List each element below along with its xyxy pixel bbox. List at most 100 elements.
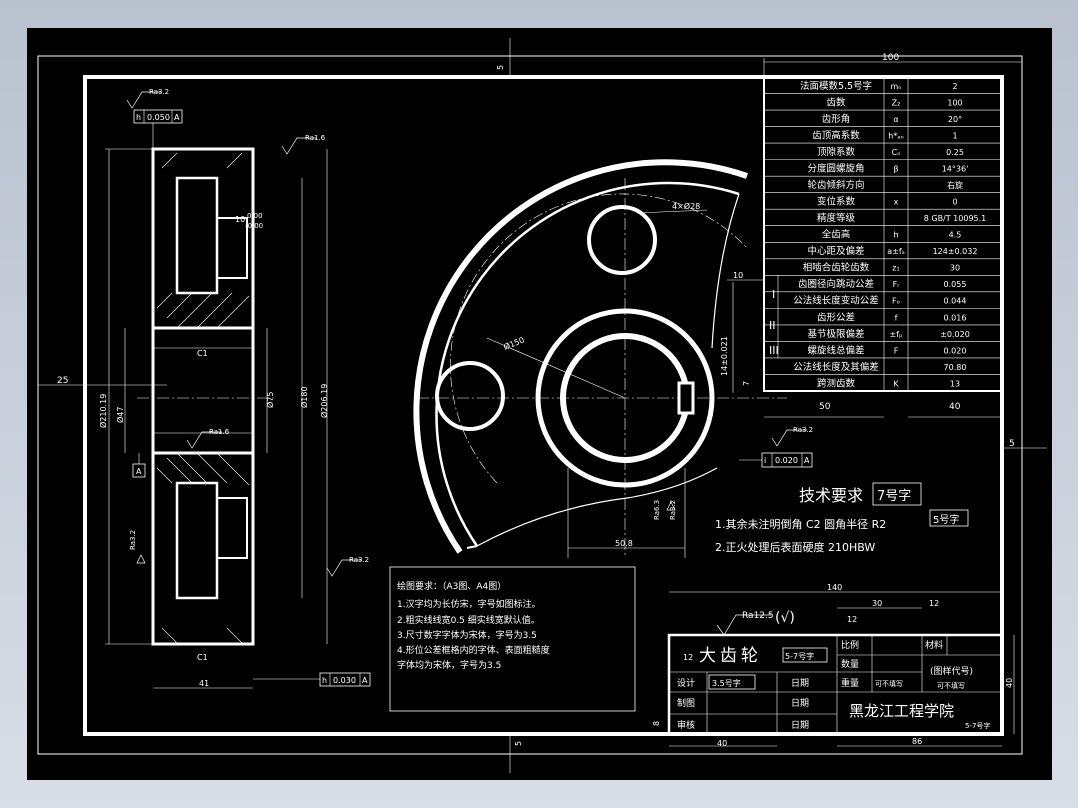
param-sym: mₙ <box>891 82 902 91</box>
group-2: II <box>769 319 776 332</box>
tb-12: 12 <box>683 653 693 662</box>
draw-label: 制图 <box>677 697 695 709</box>
tech-title: 技术要求 <box>799 486 863 505</box>
param-sym: Z₂ <box>892 98 901 107</box>
dim-dia-210: Ø210.19 <box>98 394 108 428</box>
param-name: 公法线长度变动公差 <box>793 295 879 307</box>
date-1: 日期 <box>791 678 809 689</box>
roughness-other: Ra12.5 <box>742 611 774 621</box>
tolerance-frame-bottom: h 0.030 A <box>253 672 371 687</box>
school-tag: 5-7号字 <box>965 721 990 730</box>
param-val: 0.044 <box>944 297 967 306</box>
param-val: 右旋 <box>947 180 963 190</box>
param-sym: z₁ <box>892 264 899 273</box>
dim-dia-47: Ø47 <box>115 407 125 423</box>
param-sym: h*ₐₙ <box>888 131 903 140</box>
tol-upper: 0.00 <box>247 212 263 220</box>
dim-5-bottom: 5 <box>514 741 523 746</box>
svg-text:40: 40 <box>717 739 727 748</box>
param-val: ±0.020 <box>940 330 970 339</box>
roughness-check: (√) <box>775 610 795 626</box>
name-tag: 5-7号字 <box>785 651 814 661</box>
scale-label: 比例 <box>841 639 859 651</box>
param-val: 0.016 <box>944 313 967 322</box>
param-sym: h <box>893 231 898 240</box>
svg-text:A: A <box>174 113 180 122</box>
param-name: 轮齿倾斜方向 <box>807 179 864 191</box>
param-sym: Fᵣ <box>893 280 901 289</box>
param-name: 齿圈径向跳动公差 <box>798 278 874 290</box>
roughness-2: Ra1.6 <box>305 134 326 142</box>
dim-25: 25 <box>57 376 68 386</box>
material-label: 材料 <box>925 639 943 651</box>
drawing-code: (图样代号) <box>930 665 973 677</box>
dim-50: 50 <box>819 402 831 412</box>
dim-10-tol: 10 <box>235 215 245 224</box>
notes-box <box>389 566 636 712</box>
param-val: 1 <box>952 131 957 140</box>
tol-lower: -0.00 <box>245 222 263 230</box>
param-val: 2 <box>952 82 957 91</box>
param-sym: K <box>893 379 899 388</box>
dim-7: 7 <box>742 381 751 386</box>
no-fill-1: 可不填写 <box>937 681 965 690</box>
inner-frame <box>83 75 1004 736</box>
gear-section-view <box>137 147 277 646</box>
tech-line1: 1.其余未注明倒角 C2 圆角半径 R2 <box>715 517 886 531</box>
param-name: 分度圆螺旋角 <box>807 163 864 175</box>
param-sym: ±fₚ <box>890 330 903 339</box>
qty-label: 数量 <box>841 658 859 670</box>
group-3: III <box>769 344 779 357</box>
param-name: 齿形角 <box>822 113 851 125</box>
param-name: 跨测齿数 <box>817 377 856 389</box>
group-1: I <box>772 288 775 301</box>
param-sym: a±fₐ <box>887 247 905 256</box>
roughness-3: Ra1.6 <box>209 428 230 436</box>
dim-40: 40 <box>949 402 961 412</box>
notes-line5: 字体均为宋体，字号为3.5 <box>397 659 501 671</box>
roughness-1: Ra3.2 <box>149 88 169 96</box>
tolerance-frame-right: i 0.020 A <box>739 452 813 468</box>
svg-text:0.030: 0.030 <box>333 676 356 685</box>
dim-dia-180: Ø180 <box>299 386 309 408</box>
tech-line2: 2.正火处理后表面硬度 210HBW <box>715 540 875 554</box>
param-name: 基节极限偏差 <box>807 328 864 340</box>
dim-dia-206: Ø206.19 <box>319 384 329 418</box>
dim-4x28: 4×Ø28 <box>672 201 700 211</box>
check-label: 审核 <box>677 719 695 731</box>
svg-text:12: 12 <box>929 599 939 608</box>
svg-text:A: A <box>362 676 368 685</box>
dim-50-8: 50.8 <box>615 539 633 548</box>
roughness-7: Ra3.2 <box>669 500 677 520</box>
param-name: 公法线长度及其偏差 <box>793 361 879 373</box>
svg-text:12: 12 <box>847 615 857 624</box>
date-2: 日期 <box>791 698 809 709</box>
dim-41: 41 <box>199 679 209 688</box>
chamfer-c1-bottom: C1 <box>197 653 208 662</box>
dim-vertical-ra: Ra6.3 <box>653 500 661 520</box>
param-sym: α <box>893 115 898 124</box>
svg-text:A: A <box>804 456 810 465</box>
no-fill-2: 可不填写 <box>875 679 903 688</box>
notes-line2: 2.粗实线线宽0.5 细实线宽默认值。 <box>397 614 540 626</box>
datum-label: A <box>136 467 142 476</box>
dim-5-top: 5 <box>496 65 505 70</box>
param-name: 相啮合齿轮齿数 <box>803 262 870 274</box>
dim-dia-75: Ø75 <box>265 392 275 408</box>
weight-label: 重量 <box>841 677 859 689</box>
dim-10: 10 <box>733 271 743 280</box>
notes-line3: 3.尺寸数字字体为宋体，字号为3.5 <box>397 629 537 641</box>
param-val: 124±0.032 <box>933 247 978 256</box>
roughness-6: Ra3.2 <box>129 530 137 550</box>
title-block: 140 30 12 12 40 86 40 8 <box>652 583 1015 748</box>
param-sym: f <box>895 313 898 322</box>
param-val: 4.5 <box>949 231 962 240</box>
param-val: 100 <box>947 98 962 107</box>
param-sym: F <box>894 346 899 355</box>
param-sym: x <box>894 198 899 207</box>
param-val: 13 <box>950 379 960 388</box>
dim-5-right: 5 <box>1009 439 1015 449</box>
param-name: 齿形公差 <box>817 311 855 323</box>
